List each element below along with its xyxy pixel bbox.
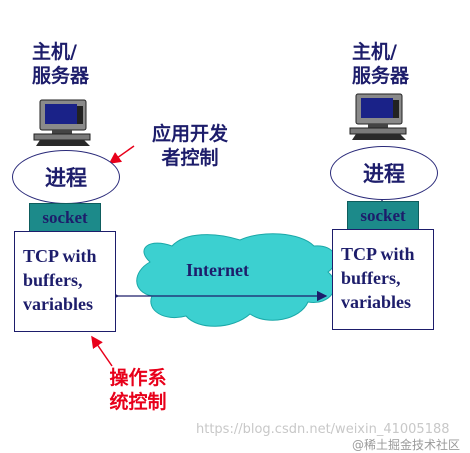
left-host-title: 主机/ 服务器 xyxy=(32,40,89,88)
right-host-title-line2: 服务器 xyxy=(352,65,410,87)
right-tcp-line2: buffers, xyxy=(341,268,401,288)
left-tcp-line2: buffers, xyxy=(23,270,83,290)
right-socket: socket xyxy=(347,201,419,231)
left-socket: socket xyxy=(29,203,101,233)
left-tcp-box: TCP with buffers, variables xyxy=(14,231,116,332)
internet-label: Internet xyxy=(186,260,249,280)
left-process: 进程 xyxy=(12,150,120,204)
watermark-url: https://blog.csdn.net/weixin_41005188 xyxy=(196,422,450,437)
left-process-label: 进程 xyxy=(45,166,87,190)
developer-control-line2: 者控制 xyxy=(161,147,219,169)
right-process: 进程 xyxy=(330,146,438,200)
right-host-title: 主机/ 服务器 xyxy=(352,40,409,88)
left-host-title-line1: 主机/ xyxy=(32,41,77,63)
right-socket-label: socket xyxy=(360,206,406,225)
developer-control-line1: 应用开发 xyxy=(151,123,228,145)
left-tcp-line3: variables xyxy=(23,294,93,314)
os-control-line1: 操作系 xyxy=(109,367,167,389)
developer-control-arrow xyxy=(108,145,135,164)
left-socket-label: socket xyxy=(42,208,88,227)
os-control-arrow xyxy=(91,335,113,367)
os-control-line2: 统控制 xyxy=(109,391,167,413)
left-host-title-line2: 服务器 xyxy=(32,65,90,87)
right-tcp-box: TCP with buffers, variables xyxy=(332,229,434,330)
right-host-title-line1: 主机/ xyxy=(352,41,397,63)
os-control-label: 操作系 统控制 xyxy=(98,366,178,414)
right-tcp-line1: TCP with xyxy=(341,244,415,264)
watermark-site: @稀土掘金技术社区 xyxy=(352,438,461,452)
right-tcp-line3: variables xyxy=(341,292,411,312)
developer-control-label: 应用开发 者控制 xyxy=(140,122,240,170)
right-process-label: 进程 xyxy=(363,162,405,186)
computer-icon xyxy=(349,93,407,140)
left-tcp-line1: TCP with xyxy=(23,246,97,266)
computer-icon xyxy=(33,99,91,146)
